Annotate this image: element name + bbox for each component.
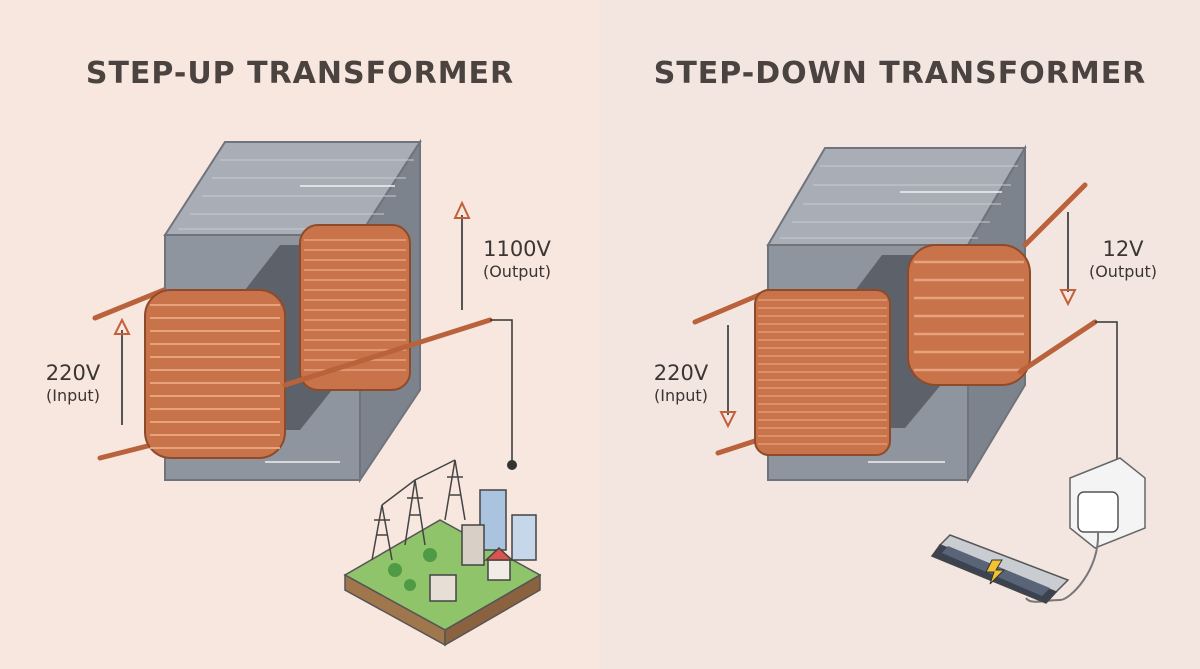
secondary-lead-top <box>1022 182 1088 248</box>
city-grid-icon <box>343 459 542 647</box>
step-up-diagram <box>92 138 542 647</box>
step-down-input-caption: (Input) <box>654 386 708 405</box>
input-arrow-head <box>719 411 737 429</box>
secondary-coil <box>907 244 1031 386</box>
output-wire <box>1095 321 1118 465</box>
secondary-lead-bottom <box>1017 319 1098 375</box>
step-down-input-label: 220V (Input) <box>636 360 726 406</box>
step-down-diagram <box>692 144 1146 604</box>
step-down-input-voltage: 220V <box>653 361 709 385</box>
input-arrow-head <box>113 317 131 335</box>
output-wire <box>490 319 513 465</box>
secondary-coil <box>299 224 411 391</box>
step-down-output-voltage: 12V <box>1102 237 1144 261</box>
step-up-input-label: 220V (Input) <box>28 360 118 406</box>
step-up-output-voltage: 1100V <box>483 237 551 261</box>
output-terminal <box>507 460 517 470</box>
primary-coil <box>144 289 286 459</box>
step-up-output-label: 1100V (Output) <box>472 236 562 282</box>
core-laminations <box>780 165 1018 239</box>
phone-charger-icon <box>930 457 1146 604</box>
step-up-output-caption: (Output) <box>482 262 552 281</box>
primary-coil <box>754 289 891 456</box>
step-down-panel: STEP-DOWN TRANSFORMER <box>600 0 1200 669</box>
step-down-title: STEP-DOWN TRANSFORMER <box>653 56 1147 91</box>
output-arrow-head <box>453 200 471 219</box>
step-down-output-caption: (Output) <box>1088 262 1158 281</box>
step-up-input-voltage: 220V <box>45 361 101 385</box>
step-up-input-caption: (Input) <box>46 386 100 405</box>
step-up-title: STEP-UP TRANSFORMER <box>85 56 515 91</box>
step-down-output-label: 12V (Output) <box>1078 236 1168 282</box>
step-up-panel: STEP-UP TRANSFORMER <box>0 0 600 669</box>
output-arrow-head <box>1059 289 1077 307</box>
core-laminations <box>178 159 414 230</box>
secondary-lead <box>282 317 493 388</box>
